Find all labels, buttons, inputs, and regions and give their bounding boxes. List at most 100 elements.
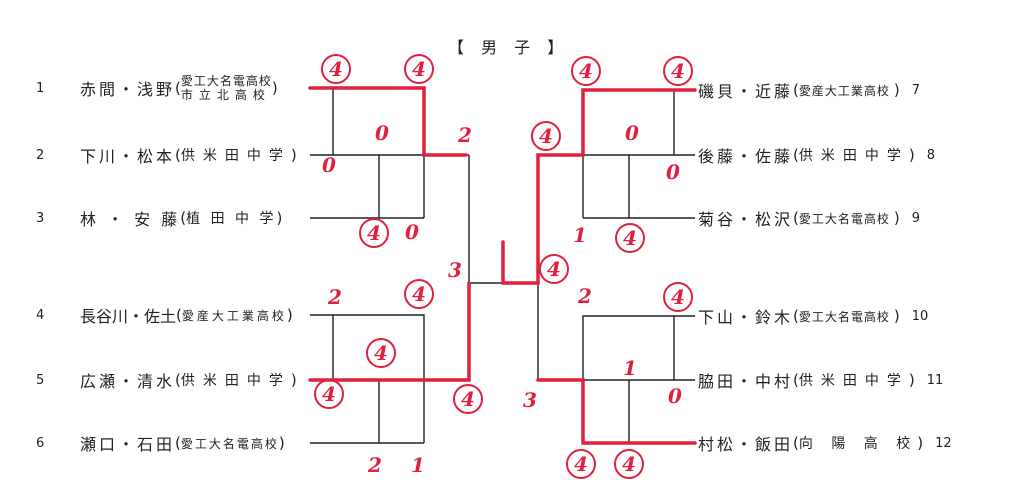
school-name: 愛産大工業高校 — [798, 83, 890, 98]
entry-7: 磯貝・近藤 ( 愛産大工業高校 ) 7 — [698, 79, 920, 101]
entry-number: 6 — [36, 435, 45, 451]
winning-score: 4 — [663, 282, 693, 312]
winning-score: 4 — [314, 379, 344, 409]
score: 2 — [328, 285, 342, 309]
player-names: 長谷川・佐土 — [80, 307, 177, 326]
paren: ) — [893, 81, 900, 99]
winning-score: 4 — [539, 254, 569, 284]
score: 0 — [375, 121, 389, 145]
paren: ( — [793, 209, 799, 227]
paren: ) — [290, 146, 297, 164]
paren: ( — [793, 146, 799, 164]
paren: ) — [917, 434, 924, 452]
paren: ( — [175, 146, 181, 164]
winning-score: 4 — [663, 56, 693, 86]
school-name: 愛工大名電高校 — [798, 211, 890, 226]
entry-number: 3 — [36, 210, 45, 226]
entry-5: 5 広瀬・清水 ( 供米田中学 ) — [36, 369, 297, 391]
entry-8: 後藤・佐藤 ( 供米田中学 ) 8 — [698, 144, 935, 166]
score: 1 — [573, 223, 587, 247]
school-name: 愛工大名電高校 — [180, 74, 272, 88]
entry-number: 9 — [911, 210, 921, 226]
winning-score: 4 — [404, 54, 434, 84]
entry-number: 7 — [911, 82, 921, 98]
paren: ) — [908, 146, 915, 164]
winning-score: 4 — [566, 449, 596, 479]
paren: ) — [908, 371, 915, 389]
paren: ) — [893, 209, 900, 227]
paren: ( — [793, 371, 799, 389]
entry-number: 11 — [926, 372, 944, 388]
entry-3: 3 林 ・ 安 藤 ( 植 田 中 学 ) — [36, 207, 282, 229]
score: 0 — [625, 121, 639, 145]
entry-number: 5 — [36, 372, 45, 388]
entry-12: 村松・飯田 ( 向 陽 高 校 ) 12 — [698, 432, 952, 454]
score: 0 — [405, 220, 419, 244]
paren: ) — [271, 79, 278, 97]
winning-score: 4 — [404, 279, 434, 309]
player-names: 広瀬・清水 — [80, 372, 176, 391]
paren: ) — [286, 306, 293, 324]
school-name: 供米田中学 — [798, 148, 909, 164]
paren: ( — [793, 434, 799, 452]
paren: ) — [893, 307, 900, 325]
entry-number: 10 — [911, 308, 929, 324]
school-name: 向 陽 高 校 — [798, 436, 918, 452]
school-name: 供米田中学 — [180, 148, 291, 164]
school-name: 植 田 中 学 — [186, 211, 277, 227]
player-names: 脇田・中村 — [698, 372, 794, 391]
school-name: 愛工大名電高校 — [798, 309, 890, 324]
entry-number: 2 — [36, 147, 45, 163]
winning-score: 4 — [453, 384, 483, 414]
score: 2 — [458, 123, 472, 147]
player-names: 菊谷・松沢 — [698, 210, 794, 229]
winning-score: 4 — [359, 218, 389, 248]
score: 2 — [368, 453, 382, 477]
paren: ( — [180, 209, 187, 227]
paren: ) — [276, 209, 283, 227]
entry-6: 6 瀬口・石田 ( 愛工大名電高校 ) — [36, 432, 285, 454]
winning-score: 4 — [615, 223, 645, 253]
entry-number: 12 — [935, 435, 952, 451]
paren: ( — [176, 306, 182, 324]
player-names: 下山・鈴木 — [698, 308, 794, 327]
school-name: 供米田中学 — [180, 373, 291, 389]
score: 1 — [623, 356, 637, 380]
page-title: 【 男 子 】 — [448, 38, 570, 57]
winning-score: 4 — [571, 56, 601, 86]
entry-2: 2 下川・松本 ( 供米田中学 ) — [36, 144, 297, 166]
bracket-winner-path — [308, 86, 697, 445]
paren: ( — [175, 371, 181, 389]
paren: ( — [175, 434, 181, 452]
entry-number: 4 — [36, 307, 45, 323]
winning-score: 4 — [531, 121, 561, 151]
paren: ) — [278, 434, 285, 452]
entry-4: 4 長谷川・佐土 ( 愛産大工業高校 ) — [36, 304, 293, 326]
score: 0 — [668, 384, 682, 408]
player-names: 村松・飯田 — [698, 435, 794, 454]
player-names: 瀬口・石田 — [80, 435, 176, 454]
winning-score: 4 — [614, 449, 644, 479]
school-names: 愛工大名電高校 市立北高校 — [181, 74, 272, 102]
player-names: 林 ・ 安 藤 — [80, 210, 181, 229]
score: 1 — [411, 453, 425, 477]
school-name: 愛産大工業高校 — [181, 308, 287, 323]
score: 3 — [523, 388, 537, 412]
entry-1: 1 赤間・浅野 ( 愛工大名電高校 市立北高校 ) — [36, 74, 278, 102]
winning-score: 4 — [321, 54, 351, 84]
player-names: 後藤・佐藤 — [698, 147, 794, 166]
player-names: 磯貝・近藤 — [698, 82, 794, 101]
entry-9: 菊谷・松沢 ( 愛工大名電高校 ) 9 — [698, 207, 920, 229]
score: 2 — [578, 284, 592, 308]
score: 0 — [666, 160, 680, 184]
school-name: 供米田中学 — [798, 373, 909, 389]
player-names: 赤間・浅野 — [80, 80, 176, 99]
entry-11: 脇田・中村 ( 供米田中学 ) 11 — [698, 369, 943, 391]
paren: ) — [290, 371, 297, 389]
school-name: 市立北高校 — [180, 88, 271, 102]
paren: ( — [793, 307, 799, 325]
entry-number: 1 — [36, 80, 45, 96]
score: 0 — [322, 153, 336, 177]
paren: ( — [793, 81, 799, 99]
